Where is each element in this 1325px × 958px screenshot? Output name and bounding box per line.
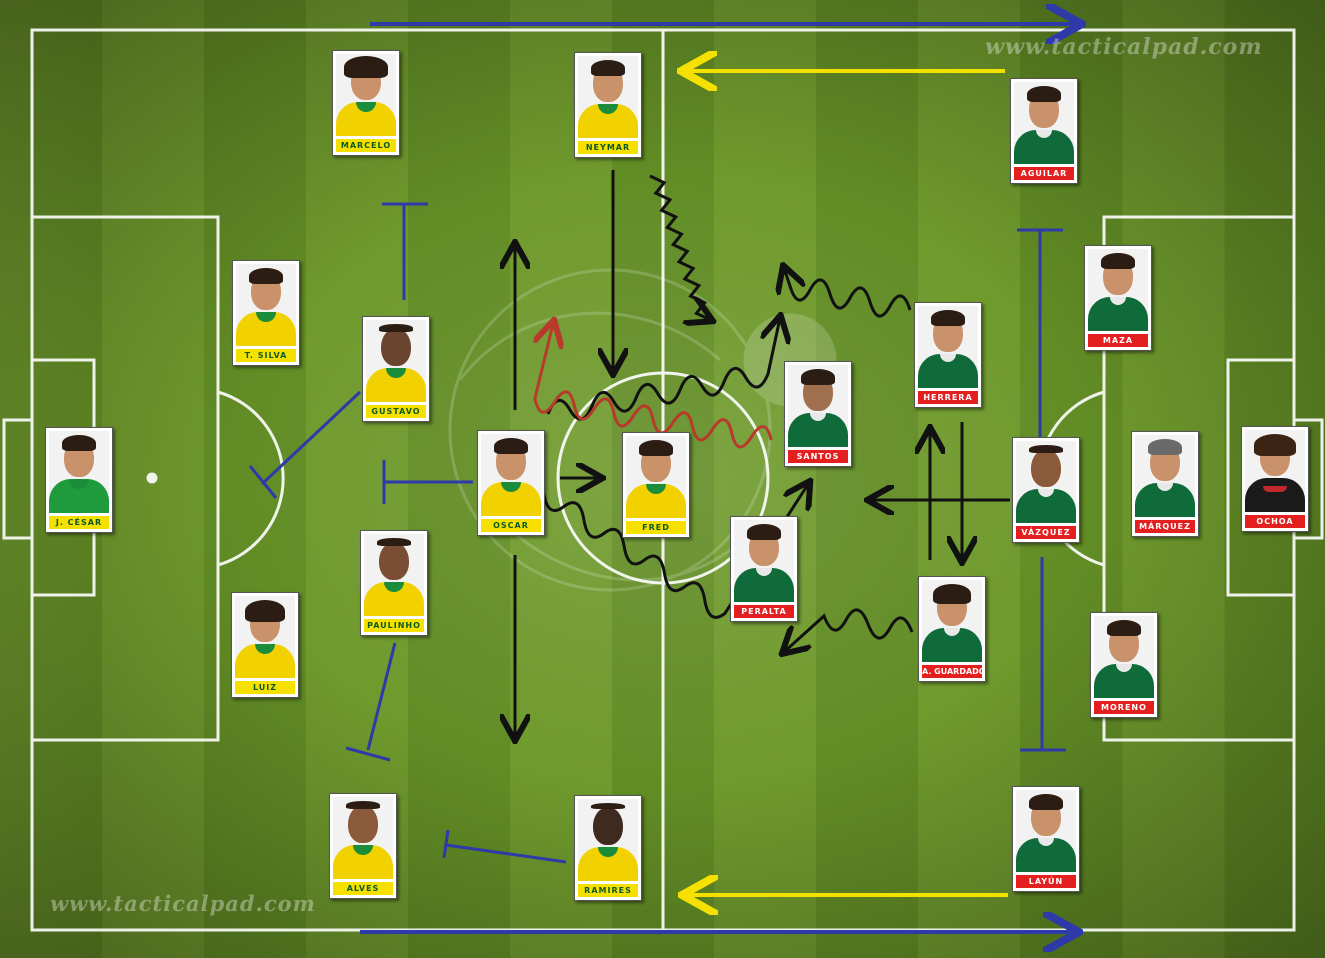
player-photo	[1094, 616, 1154, 698]
player-photo	[49, 431, 109, 513]
player-name: LUIZ	[235, 681, 295, 694]
player-card-j-cesar[interactable]: J. CÉSAR	[45, 427, 113, 533]
player-photo	[366, 320, 426, 402]
player-card-alves[interactable]: ALVES	[329, 793, 397, 899]
player-name: MARCELO	[336, 139, 396, 152]
player-card-peralta[interactable]: PERALTA	[730, 516, 798, 622]
player-name: OSCAR	[481, 519, 541, 532]
player-name: ALVES	[333, 882, 393, 895]
player-photo	[235, 596, 295, 678]
player-photo	[481, 434, 541, 516]
player-name: NEYMAR	[578, 141, 638, 154]
player-card-fred[interactable]: FRED	[622, 432, 690, 538]
player-name: MÁRQUEZ	[1135, 520, 1195, 533]
player-name: SANTOS	[788, 450, 848, 463]
player-photo	[578, 56, 638, 138]
player-card-layun[interactable]: LAYÚN	[1012, 786, 1080, 892]
player-card-vazquez[interactable]: VÁZQUEZ	[1012, 437, 1080, 543]
player-card-maza[interactable]: MAZA	[1084, 245, 1152, 351]
player-name: PAULINHO	[364, 619, 424, 632]
player-card-marcelo[interactable]: MARCELO	[332, 50, 400, 156]
player-card-ochoa[interactable]: OCHOA	[1241, 426, 1309, 532]
player-card-ramires[interactable]: RAMIRES	[574, 795, 642, 901]
black-arrows	[515, 170, 1010, 738]
player-name: A. GUARDADO	[922, 665, 982, 678]
player-photo	[788, 365, 848, 447]
player-photo	[1245, 430, 1305, 512]
player-name: GUSTAVO	[366, 405, 426, 418]
player-name: PERALTA	[734, 605, 794, 618]
player-photo	[918, 306, 978, 388]
player-photo	[333, 797, 393, 879]
player-card-herrera[interactable]: HERRERA	[914, 302, 982, 408]
player-name: OCHOA	[1245, 515, 1305, 528]
player-name: T. SILVA	[236, 349, 296, 362]
player-card-neymar[interactable]: NEYMAR	[574, 52, 642, 158]
red-run	[533, 322, 773, 449]
player-card-oscar[interactable]: OSCAR	[477, 430, 545, 536]
blue-marking-lines	[248, 202, 1066, 864]
player-photo	[1135, 435, 1195, 517]
player-photo	[626, 436, 686, 518]
watermark-bottom: www.tacticalpad.com	[50, 891, 316, 916]
player-name: FRED	[626, 521, 686, 534]
player-name: VÁZQUEZ	[1016, 526, 1076, 539]
player-name: J. CÉSAR	[49, 516, 109, 529]
player-photo	[236, 264, 296, 346]
player-name: MAZA	[1088, 334, 1148, 347]
player-card-marquez[interactable]: MÁRQUEZ	[1131, 431, 1199, 537]
player-card-gustavo[interactable]: GUSTAVO	[362, 316, 430, 422]
player-photo	[1016, 441, 1076, 523]
player-card-moreno[interactable]: MORENO	[1090, 612, 1158, 718]
player-photo	[336, 54, 396, 136]
player-photo	[1014, 82, 1074, 164]
player-photo	[734, 520, 794, 602]
player-photo	[578, 799, 638, 881]
player-photo	[1088, 249, 1148, 331]
player-card-dos-santos[interactable]: SANTOS	[784, 361, 852, 467]
player-photo	[1016, 790, 1076, 872]
player-name: AGUILAR	[1014, 167, 1074, 180]
watermark-top: www.tacticalpad.com	[985, 34, 1263, 60]
player-name: HERRERA	[918, 391, 978, 404]
player-name: RAMIRES	[578, 884, 638, 897]
player-name: MORENO	[1094, 701, 1154, 714]
player-photo	[364, 534, 424, 616]
player-name: LAYÚN	[1016, 875, 1076, 888]
player-card-paulinho[interactable]: PAULINHO	[360, 530, 428, 636]
player-card-t-silva[interactable]: T. SILVA	[232, 260, 300, 366]
player-card-a-guardado[interactable]: A. GUARDADO	[918, 576, 986, 682]
player-card-luiz[interactable]: LUIZ	[231, 592, 299, 698]
player-card-aguilar[interactable]: AGUILAR	[1010, 78, 1078, 184]
player-photo	[922, 580, 982, 662]
